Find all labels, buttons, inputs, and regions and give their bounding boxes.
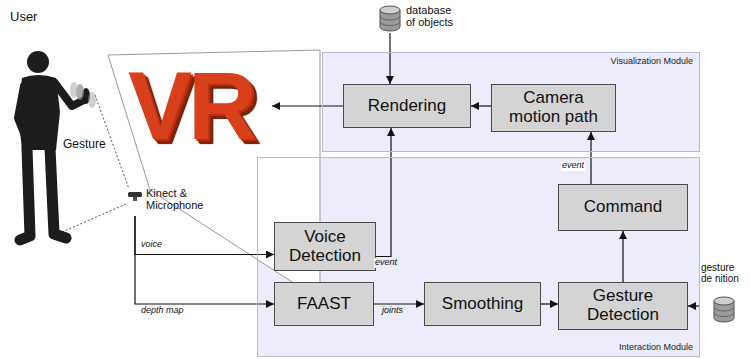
box-label: Rendering	[368, 97, 446, 116]
cylinder-icon	[712, 296, 736, 324]
module-band: CommandVoice DetectionFAAST Smoothing Gest…	[257, 157, 700, 357]
connector	[135, 216, 274, 255]
vr-screen-text: VR	[122, 58, 272, 158]
edge-label: event	[561, 161, 585, 171]
device-label: Kinect & Microphone	[146, 187, 218, 211]
connector	[272, 105, 343, 106]
process-box: FAAST	[274, 282, 374, 326]
sensor-ray	[62, 204, 126, 232]
edge-label: joints	[381, 306, 404, 316]
process-box: Voice Detection	[274, 222, 376, 271]
cylinder-icon	[378, 5, 402, 33]
edge-label: voice	[140, 240, 163, 250]
module-label: Interaction Module	[619, 343, 693, 353]
process-box: Command	[558, 184, 688, 231]
band-fill	[322, 52, 700, 152]
connector	[590, 132, 591, 184]
module-band: Rendering Camera motion path Visualization…	[322, 52, 700, 152]
box-label: Gesture Detection	[568, 287, 678, 324]
vr-logo: VR	[128, 58, 253, 154]
database-label: database of objects	[406, 4, 460, 28]
process-box: Smoothing	[424, 282, 541, 326]
process-box: Rendering	[343, 84, 471, 128]
connector	[135, 216, 274, 304]
box-label: Camera motion path	[504, 89, 604, 126]
band-fill	[257, 157, 700, 357]
connector	[374, 303, 424, 304]
connector	[376, 128, 391, 257]
database-label: gesture de nition	[701, 262, 747, 284]
box-label: Voice Detection	[281, 228, 369, 265]
edge-label: event	[374, 258, 398, 268]
gesture-label: Gesture	[63, 138, 106, 151]
process-box: Gesture Detection	[558, 282, 688, 330]
kinect-icon	[126, 190, 144, 204]
connector	[622, 231, 623, 282]
database-icon: gesture de nition	[699, 262, 749, 324]
database-icon: database of objects	[378, 3, 464, 33]
process-box: Camera motion path	[491, 84, 616, 132]
connector	[389, 33, 390, 84]
connector	[541, 303, 558, 304]
sensor-device: Kinect & Microphone	[126, 186, 222, 216]
edge-label: depth map	[140, 306, 185, 316]
connector	[688, 305, 699, 306]
box-label: Smoothing	[442, 295, 523, 314]
module-label: Visualization Module	[611, 57, 693, 67]
actor-label: User	[10, 10, 37, 24]
connector	[471, 105, 491, 106]
box-label: Command	[584, 198, 662, 217]
box-label: FAAST	[297, 295, 351, 314]
